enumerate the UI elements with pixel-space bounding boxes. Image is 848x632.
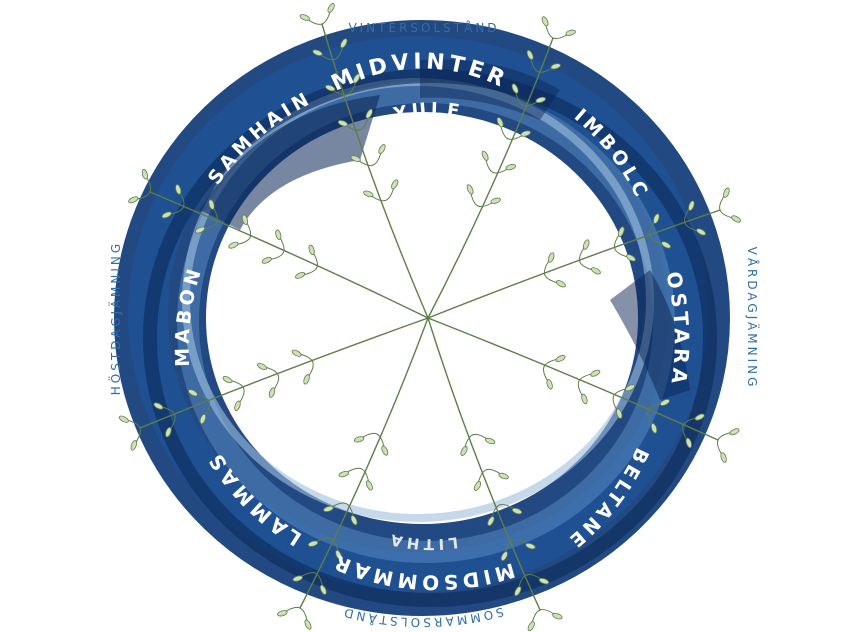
sprig-leaf <box>222 375 233 384</box>
sprig-leaf <box>498 472 509 480</box>
sprig-leaf <box>390 179 399 190</box>
sprig-leaf <box>377 144 386 155</box>
sprig-leaf <box>130 440 138 451</box>
sprig-leaf <box>308 244 315 255</box>
sprig-leaf <box>256 362 267 371</box>
sprig-leaf <box>460 445 469 456</box>
sprig-leaf <box>128 196 139 205</box>
sprig-leaf <box>722 187 730 198</box>
event-winter-solstice: VINTERSOLSTÅND <box>348 20 499 35</box>
sprig-leaf <box>581 394 589 405</box>
sprig-leaf <box>299 13 310 21</box>
sprig-leaf <box>505 163 516 170</box>
sprig-leaf <box>141 169 148 180</box>
sprig-leaf <box>485 437 496 445</box>
sprig-leaf <box>565 29 576 36</box>
sprig-leaf <box>547 252 555 263</box>
sprig-leaf <box>261 256 272 265</box>
sprig-leaf <box>338 470 349 477</box>
sprig-leaf <box>582 239 590 250</box>
sprig-leaf <box>295 271 306 280</box>
sprig-leaf <box>527 621 536 632</box>
sprig-leaf <box>590 369 601 378</box>
sprig-leaf <box>729 427 740 436</box>
sprig-leaf <box>354 436 365 443</box>
sprig-leaf <box>380 445 389 456</box>
sprig-leaf <box>118 415 129 424</box>
sprig-leaf <box>303 374 311 385</box>
sprig-leaf <box>304 619 313 630</box>
sprig-leaf <box>541 16 550 27</box>
sprig-leaf <box>275 229 282 240</box>
sprig-leaf <box>731 214 742 223</box>
label-yule: YULE <box>391 99 465 125</box>
sprig-leaf <box>365 480 374 491</box>
sprig-leaf <box>552 612 563 620</box>
sprig-leaf <box>481 150 490 161</box>
sprig-leaf <box>363 190 374 198</box>
sprig-leaf <box>466 184 475 195</box>
sprig-leaf <box>546 379 554 390</box>
ink-ring <box>148 56 710 600</box>
event-autumn-equinox: HÖSTDAGJÄMNING <box>107 241 123 395</box>
sprig-leaf <box>234 400 242 411</box>
sprig-leaf <box>555 354 566 363</box>
sprig-leaf <box>277 610 288 617</box>
sprig-leaf <box>555 279 566 288</box>
sprig-leaf <box>291 349 302 358</box>
sprig-leaf <box>490 197 501 204</box>
sprig-leaf <box>590 266 601 275</box>
sprig-leaf <box>720 452 728 463</box>
event-spring-equinox: VÅRDAGJÄMNING <box>745 247 760 390</box>
sprig-leaf <box>473 481 482 492</box>
sprig-leaf <box>268 387 276 398</box>
sprig-leaf <box>327 2 336 13</box>
sprig-leaf <box>228 241 239 250</box>
